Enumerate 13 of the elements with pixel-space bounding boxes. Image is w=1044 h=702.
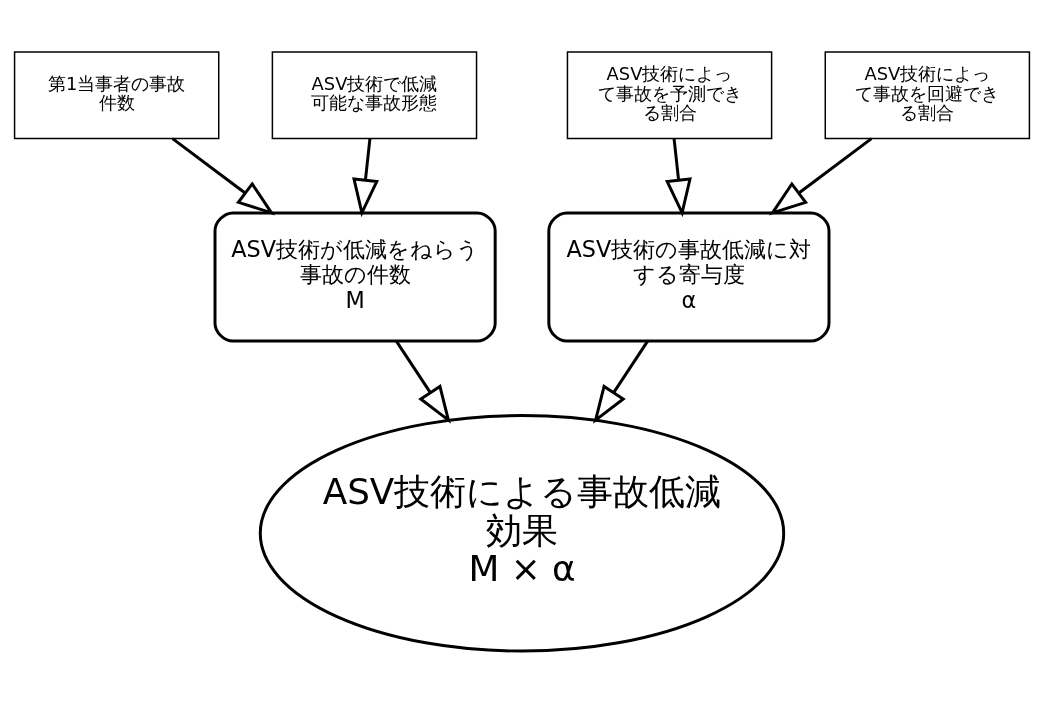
node-box: 第1当事者の事故件数 bbox=[13, 50, 220, 139]
node-box: ASV技術で低減可能な事故形態 bbox=[271, 50, 478, 139]
arrow bbox=[664, 137, 692, 217]
arrow bbox=[395, 339, 451, 424]
node-ellipse: ASV技術による事故低減効果 M × α bbox=[258, 413, 786, 653]
arrow bbox=[171, 136, 276, 215]
arrow bbox=[593, 339, 649, 424]
arrow bbox=[768, 136, 873, 215]
node-box: ASV技術によって事故を回避できる割合 bbox=[824, 50, 1031, 139]
node-box: ASV技術によって事故を予測できる割合 bbox=[566, 50, 773, 139]
node-box: ASV技術が低減をねらう事故の件数 M bbox=[213, 210, 497, 343]
node-box: ASV技術の事故低減に対する寄与度 α bbox=[547, 210, 831, 343]
arrow bbox=[352, 137, 380, 217]
